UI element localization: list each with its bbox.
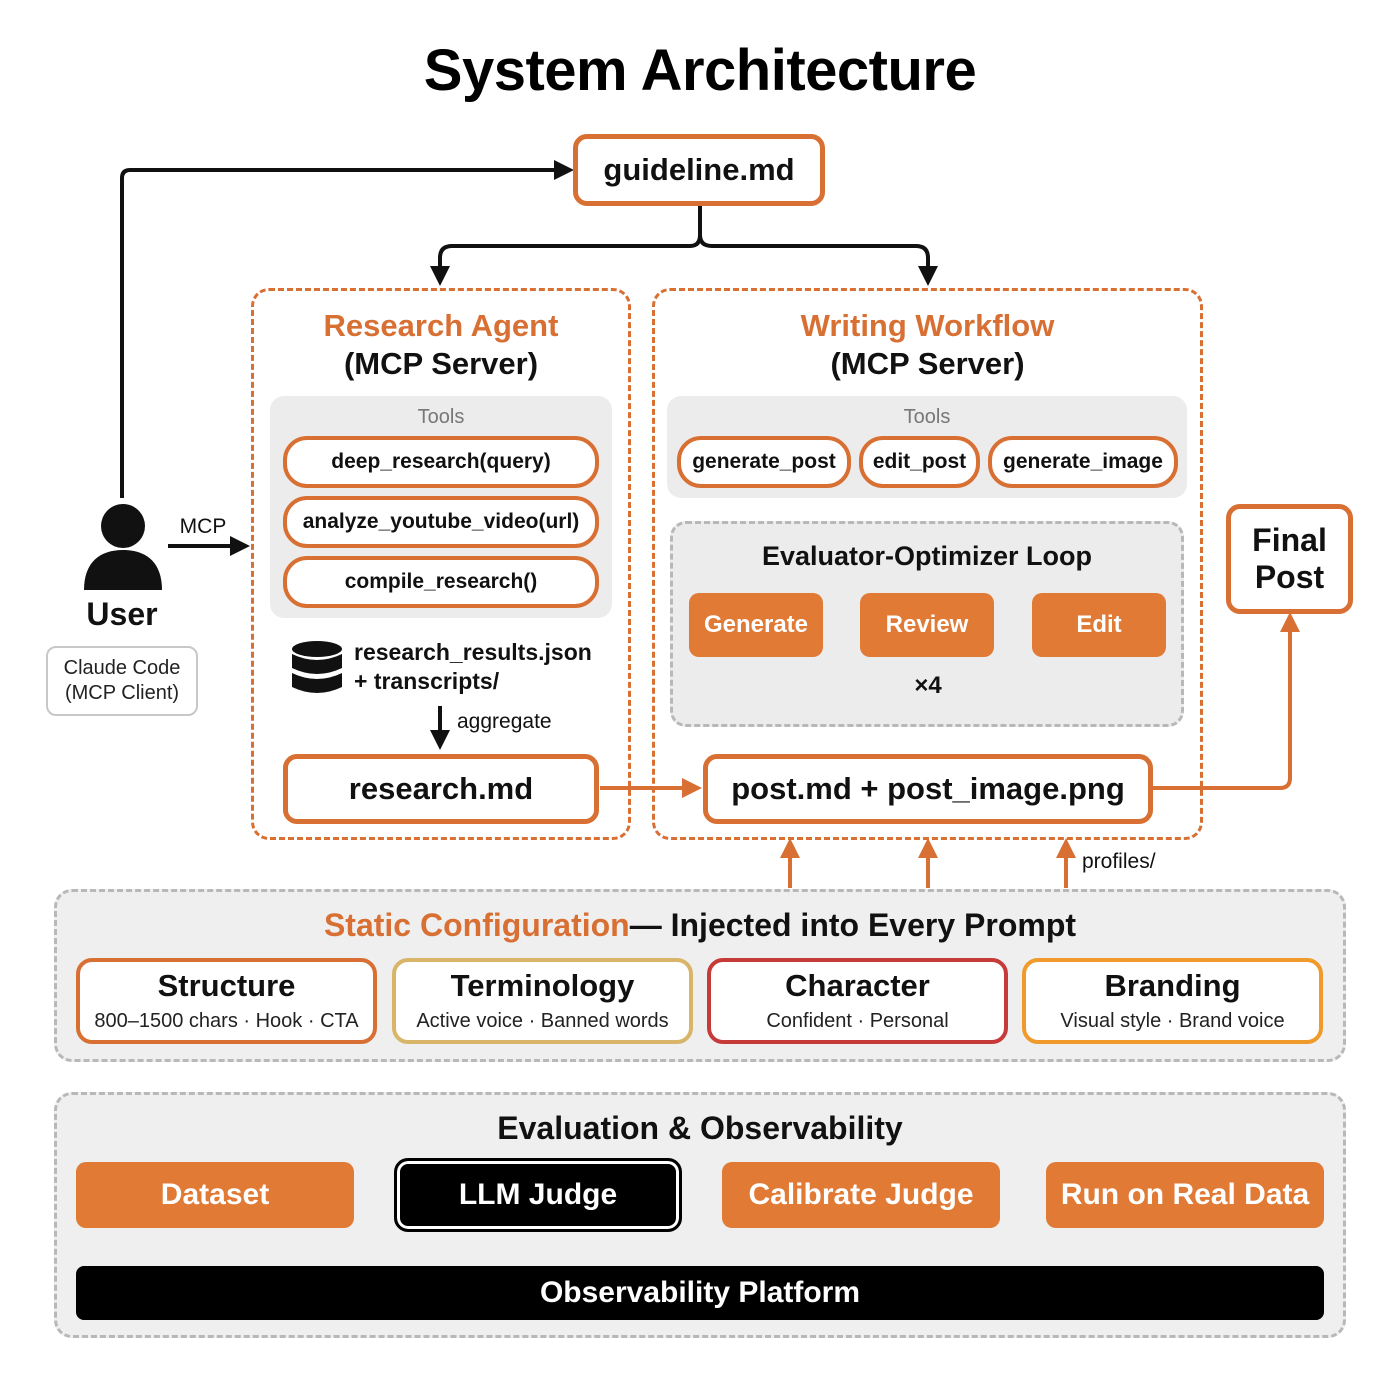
- loop-step-edit[interactable]: Edit: [1032, 593, 1166, 657]
- user-to-guideline-arrow: [120, 160, 574, 498]
- writing-workflow-title: Writing Workflow: [800, 308, 1055, 343]
- tool-generate-post[interactable]: generate_post: [677, 436, 851, 488]
- guideline-split-connector-right: [698, 234, 938, 286]
- post-to-final-arrow: [1152, 612, 1300, 790]
- loop-step-generate[interactable]: Generate: [689, 593, 823, 657]
- mcp-label: MCP: [179, 515, 227, 538]
- final-post-node[interactable]: Final Post: [1226, 504, 1353, 614]
- guideline-label: guideline.md: [603, 152, 795, 187]
- config-card-branding[interactable]: Branding Visual style · Brand voice: [1022, 958, 1323, 1044]
- tool-analyze-youtube-video[interactable]: analyze_youtube_video(url): [283, 496, 599, 548]
- guideline-split-connector: [430, 205, 702, 286]
- config-card-branding-subtitle: Visual style · Brand voice: [1060, 1009, 1285, 1032]
- eval-step-run-on-real-data[interactable]: Run on Real Data: [1046, 1162, 1324, 1228]
- tool-edit-post[interactable]: edit_post: [859, 436, 980, 488]
- guideline-node[interactable]: guideline.md: [573, 134, 825, 206]
- final-post-line1: Final: [1252, 522, 1327, 559]
- tool-compile-research[interactable]: compile_research(): [283, 556, 599, 608]
- config-card-character-title: Character: [785, 968, 930, 1004]
- post-output-node[interactable]: post.md + post_image.png: [703, 754, 1153, 824]
- mcp-client-box: Claude Code (MCP Client): [46, 646, 198, 716]
- research-tools-label: Tools: [417, 405, 465, 428]
- config-card-character-subtitle: Confident · Personal: [766, 1009, 949, 1032]
- evaluation-title: Evaluation & Observability: [497, 1109, 903, 1146]
- config-card-structure-subtitle: 800–1500 chars · Hook · CTA: [94, 1009, 359, 1032]
- loop-step-review[interactable]: Review: [860, 593, 994, 657]
- observability-platform-bar[interactable]: Observability Platform: [76, 1266, 1324, 1320]
- user-icon: [84, 504, 162, 590]
- research-agent-subtitle: (MCP Server): [343, 346, 539, 381]
- research-agent-title: Research Agent: [323, 308, 559, 343]
- eval-step-llm-judge-label: LLM Judge: [458, 1178, 618, 1211]
- page-title: System Architecture: [423, 37, 977, 103]
- eval-step-llm-judge[interactable]: LLM Judge: [394, 1158, 682, 1232]
- research-agent-panel: [251, 288, 631, 840]
- static-config-title-rest: — Injected into Every Prompt: [629, 906, 1077, 943]
- user-label: User: [86, 595, 158, 632]
- mcp-client-line2: (MCP Client): [64, 682, 180, 704]
- config-card-terminology[interactable]: Terminology Active voice · Banned words: [392, 958, 693, 1044]
- loop-title: Evaluator-Optimizer Loop: [761, 540, 1093, 571]
- profiles-label: profiles/: [1082, 850, 1156, 873]
- database-icon: [292, 641, 342, 693]
- research-results-line1: research_results.json: [354, 639, 592, 665]
- tool-generate-image[interactable]: generate_image: [988, 436, 1178, 488]
- eval-step-dataset[interactable]: Dataset: [76, 1162, 354, 1228]
- eval-step-calibrate-judge[interactable]: Calibrate Judge: [722, 1162, 1000, 1228]
- mcp-client-line1: Claude Code: [63, 657, 181, 679]
- writing-tools-label: Tools: [903, 405, 951, 428]
- research-results-line2: + transcripts/: [354, 667, 500, 694]
- final-post-line2: Post: [1254, 559, 1325, 595]
- loop-count: ×4: [914, 672, 942, 699]
- post-output-label: post.md + post_image.png: [731, 771, 1125, 806]
- config-card-terminology-subtitle: Active voice · Banned words: [416, 1009, 669, 1032]
- writing-workflow-panel: [652, 288, 1203, 840]
- writing-workflow-subtitle: (MCP Server): [830, 346, 1025, 381]
- config-card-terminology-title: Terminology: [450, 968, 635, 1004]
- tool-deep-research[interactable]: deep_research(query): [283, 436, 599, 488]
- config-card-structure[interactable]: Structure 800–1500 chars · Hook · CTA: [76, 958, 377, 1044]
- config-card-character[interactable]: Character Confident · Personal: [707, 958, 1008, 1044]
- research-md-node[interactable]: research.md: [283, 754, 599, 824]
- research-md-label: research.md: [348, 771, 534, 806]
- static-config-title: Static Configuration — Injected into Eve…: [54, 902, 1346, 948]
- config-card-structure-title: Structure: [157, 968, 296, 1004]
- static-config-title-accent: Static Configuration: [323, 906, 630, 943]
- aggregate-label: aggregate: [457, 710, 552, 733]
- research-results-text: research_results.json + transcripts/: [354, 638, 614, 702]
- config-card-branding-title: Branding: [1104, 968, 1241, 1004]
- user-actor: [80, 502, 166, 594]
